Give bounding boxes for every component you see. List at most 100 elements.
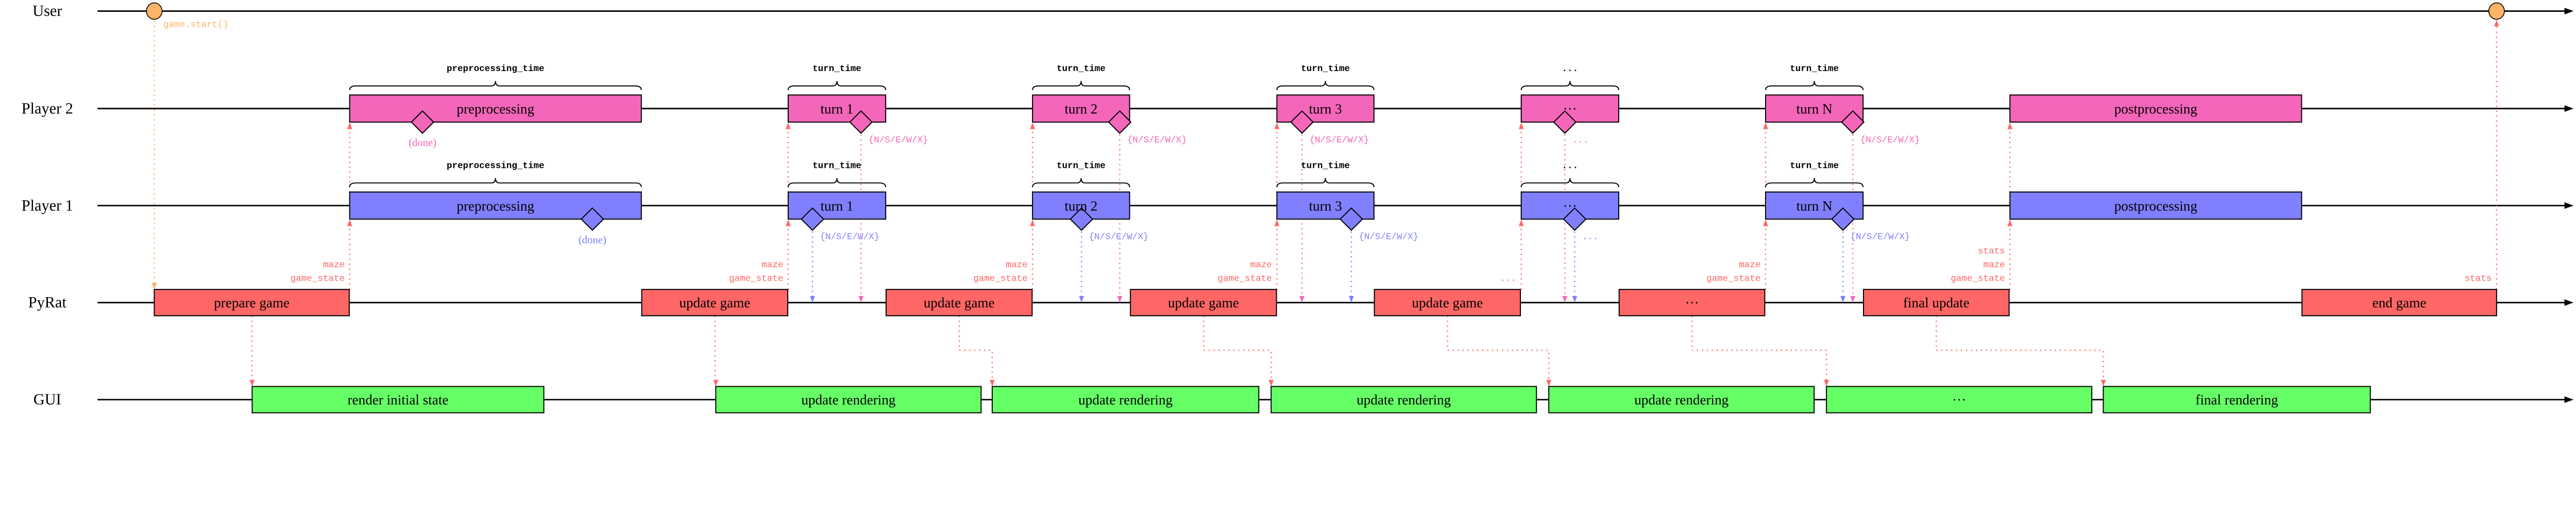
message-label: maze <box>1006 260 1027 270</box>
pyrat-to-gui-arrow <box>1936 316 2104 380</box>
arrow-down-icon <box>1079 296 1084 303</box>
arrow-up-icon <box>786 219 791 227</box>
time-brace <box>1032 81 1130 90</box>
timeline-arrow-icon <box>2564 396 2574 403</box>
arrow-up-icon <box>2007 122 2013 129</box>
pyrat-box-label: update game <box>1412 295 1483 310</box>
player2-box-0 <box>349 94 642 123</box>
decision-diamond-icon <box>1831 207 1855 231</box>
gui-box-1 <box>715 386 982 413</box>
gui-box-label: update rendering <box>1634 392 1728 408</box>
player1-box-label: preprocessing <box>456 198 534 214</box>
user-end-event <box>2488 2 2505 20</box>
time-brace <box>1765 81 1864 90</box>
decision-diamond-icon <box>580 207 604 231</box>
pyrat-box-3 <box>1130 289 1277 317</box>
arrow-down-icon <box>1850 296 1856 303</box>
gui-box-3 <box>1270 386 1537 413</box>
decision-diamond-icon <box>411 110 434 134</box>
pyrat-to-gui-arrow <box>1203 316 1272 380</box>
pyrat-box-0 <box>154 289 350 317</box>
player1-box-label: turn 1 <box>820 198 853 214</box>
player1-box-label: turn 2 <box>1064 198 1097 214</box>
arrow-down-icon <box>1349 296 1354 303</box>
arrow-down-icon <box>1840 296 1845 303</box>
decision-diamond-icon <box>1070 207 1094 231</box>
player1-box-label: postprocessing <box>2114 198 2198 214</box>
pyrat-to-gui-arrow <box>1691 316 1827 380</box>
gui-box-label: render initial state <box>348 392 449 408</box>
message-label: maze <box>761 260 783 270</box>
time-brace <box>1032 178 1130 187</box>
pyrat-box-label: update game <box>679 295 750 310</box>
arrow-up-icon <box>1274 219 1280 227</box>
time-brace <box>349 178 642 187</box>
timeline-arrow-icon <box>2564 202 2574 209</box>
activity-boxes <box>146 2 2505 413</box>
time-brace <box>1520 178 1619 187</box>
player1-box-label: turn 3 <box>1309 198 1342 214</box>
time-budget-label: ... <box>1562 64 1579 74</box>
time-brace <box>1520 81 1619 90</box>
message-label: ... <box>1500 273 1517 284</box>
time-brace <box>787 178 887 187</box>
arrow-up-icon <box>1763 219 1768 227</box>
pyrat-box-label: prepare game <box>214 295 290 310</box>
arrow-down-icon <box>1562 296 1568 303</box>
player2-done-label: (done) <box>409 137 436 148</box>
pyrat-box-label: update game <box>1168 295 1239 310</box>
gui-box-label: ··· <box>1952 392 1966 408</box>
arrow-up-icon <box>1763 122 1768 129</box>
arrow-down-icon <box>249 379 255 387</box>
arrow-up-icon <box>347 219 352 227</box>
time-brace <box>1765 178 1864 187</box>
pyrat-box-4 <box>1374 289 1521 317</box>
arrow-down-icon <box>990 379 995 387</box>
arrow-down-icon <box>1268 379 1274 387</box>
time-budget-label: turn_time <box>1301 161 1350 171</box>
lane-label-gui: GUI <box>33 391 61 408</box>
player1-box-6 <box>2009 191 2302 220</box>
decision-diamond-icon <box>1108 110 1132 134</box>
arrow-down-icon <box>858 296 863 303</box>
arrow-down-icon <box>151 283 157 290</box>
pyrat-box-label: final update <box>1903 295 1970 310</box>
gui-box-5 <box>1826 386 2093 413</box>
lane-label-user: User <box>32 2 62 20</box>
end-message-label: stats <box>2465 273 2492 284</box>
time-budget-label: turn_time <box>1057 161 1106 171</box>
lane-label-player2: Player 2 <box>22 99 73 117</box>
time-budget-label: preprocessing_time <box>447 64 545 74</box>
player2-box-label: turn 2 <box>1064 101 1097 116</box>
time-budget-label: turn_time <box>1790 161 1839 171</box>
player1-action-label: {N/S/E/W/X} <box>1850 232 1910 243</box>
player1-action-label: {N/S/E/W/X} <box>1359 232 1418 243</box>
time-budget-label: turn_time <box>1301 64 1350 74</box>
time-budget-label: turn_time <box>812 64 861 74</box>
gui-box-2 <box>991 386 1260 413</box>
gui-box-0 <box>251 386 545 413</box>
pyrat-box-7 <box>2301 289 2497 317</box>
decision-diamond-icon <box>1290 110 1314 134</box>
decision-diamond-icon <box>849 110 873 134</box>
gui-box-label: update rendering <box>1078 392 1173 408</box>
message-label: maze <box>1250 260 1272 270</box>
arrow-up-icon <box>2007 219 2013 227</box>
player2-action-label: {N/S/E/W/X} <box>869 135 928 145</box>
pyrat-box-label: ··· <box>1685 295 1699 310</box>
time-brace <box>1276 178 1375 187</box>
time-brace <box>787 81 887 90</box>
lane-label-pyrat: PyRat <box>28 293 67 311</box>
player1-box-1 <box>787 191 887 220</box>
time-budget-label: turn_time <box>812 161 861 171</box>
time-budget-label: preprocessing_time <box>447 161 545 171</box>
gui-box-label: update rendering <box>1357 392 1451 408</box>
pyrat-box-label: end game <box>2372 295 2427 310</box>
timeline-arrow-icon <box>2564 299 2574 306</box>
player2-box-label: preprocessing <box>456 101 534 116</box>
timeline-arrow-icon <box>2564 105 2574 112</box>
arrow-up-icon <box>786 122 791 129</box>
time-brace <box>1276 81 1375 90</box>
user-start-event <box>146 2 163 20</box>
